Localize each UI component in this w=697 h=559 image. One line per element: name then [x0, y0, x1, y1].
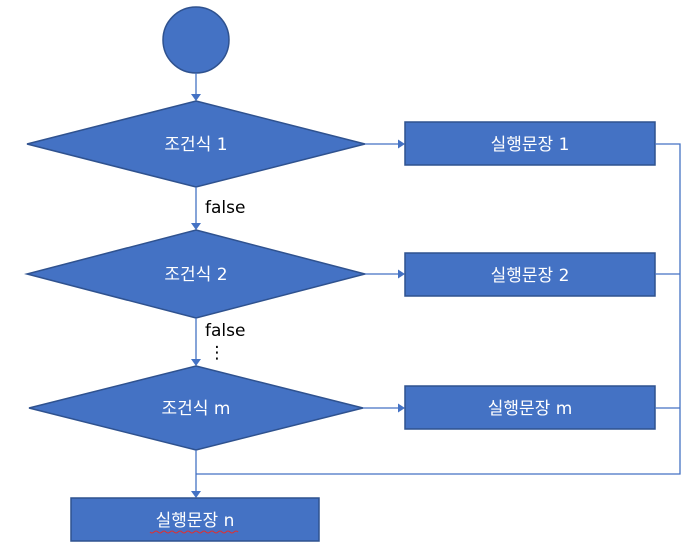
false-label-2: false [205, 321, 245, 341]
statement-n-label: 실행문장 n [156, 511, 235, 531]
condition-1-label: 조건식 1 [164, 135, 227, 155]
statement-1-box[interactable] [404, 121, 656, 166]
statement-m-box[interactable] [404, 385, 656, 430]
statement-2-box[interactable] [404, 252, 656, 297]
ellipsis-mark: ⋮ [209, 343, 226, 363]
statement-m-label: 실행문장 m [488, 399, 573, 419]
arrowhead-cond1-to-stmt1 [398, 139, 405, 149]
condition-m-label: 조건식 m [162, 399, 231, 419]
arrowhead-start-to-cond1 [191, 94, 201, 101]
spellcheck-underline [149, 530, 239, 534]
arrowhead-cond1-to-cond2 [191, 223, 201, 230]
arrowhead-cond2-to-condm [191, 359, 201, 366]
statement-2-label: 실행문장 2 [491, 266, 570, 286]
condition-2-label: 조건식 2 [164, 265, 227, 285]
arrowhead-cond2-to-stmt2 [398, 269, 405, 279]
arrowhead-condm-to-stmtm [398, 403, 405, 413]
false-label-1: false [205, 198, 245, 218]
start-circle[interactable] [162, 6, 230, 74]
statement-n-box[interactable] [70, 497, 320, 542]
return-path-right [196, 143, 681, 475]
statement-1-label: 실행문장 1 [491, 135, 570, 155]
arrowhead-condm-to-stmtn [191, 491, 201, 498]
